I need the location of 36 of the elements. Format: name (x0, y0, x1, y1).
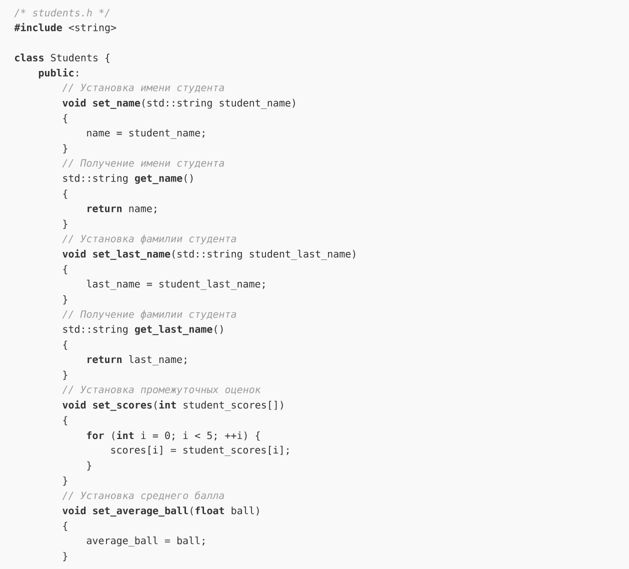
code-line: void set_scores(int student_scores[]) (62, 400, 283, 411)
code-line: std::string get_name() (63, 174, 193, 184)
code-line: for (int i = 0; i < 5; ++i) { (87, 430, 260, 441)
code-line: } (63, 370, 68, 380)
code-comment: // Установка среднего балла (62, 491, 224, 502)
code-comment: // Установка имени студента (62, 84, 224, 94)
code-comment: // Установка промежуточных оценок (62, 386, 261, 396)
code-line: std::string get_last_name() (63, 325, 223, 336)
code-line: } (63, 476, 68, 486)
code-comment: // Получение фамилии студента (62, 310, 236, 320)
code-comment: /* students.h */ (14, 8, 110, 18)
code-line: name = student_name; (87, 128, 204, 139)
code-line: scores[i] = student_scores[i]; (111, 446, 288, 456)
code-comment: // Получение имени студента (62, 159, 224, 169)
code-line: } (87, 461, 92, 471)
code-line: last_name = student_last_name; (87, 280, 264, 290)
code-line: { (63, 114, 68, 124)
code-line: return last_name; (88, 355, 186, 366)
code-comment: // Установка фамилии студента (62, 234, 236, 244)
code-line: average_ball = ball; (86, 536, 204, 546)
code-line: void set_last_name(std::string student_last_name) (62, 249, 356, 260)
code-line: class Students { (15, 54, 110, 63)
code-line: { (63, 340, 68, 350)
code-line: { (63, 416, 68, 426)
code-line: { (63, 265, 68, 274)
code-line: { (63, 522, 68, 531)
code-line: void set_average_ball(float ball) (62, 506, 259, 517)
code-line: #include <string> (14, 22, 116, 34)
code-line: void set_name(std::string student_name) (62, 98, 295, 109)
code-line: } (63, 220, 68, 229)
code-line: } (63, 552, 68, 562)
code-line: } (63, 295, 68, 304)
code-line: public: (38, 68, 78, 78)
code-line: } (63, 144, 68, 154)
code-line: { (63, 190, 68, 199)
code-line: return name; (88, 205, 156, 214)
